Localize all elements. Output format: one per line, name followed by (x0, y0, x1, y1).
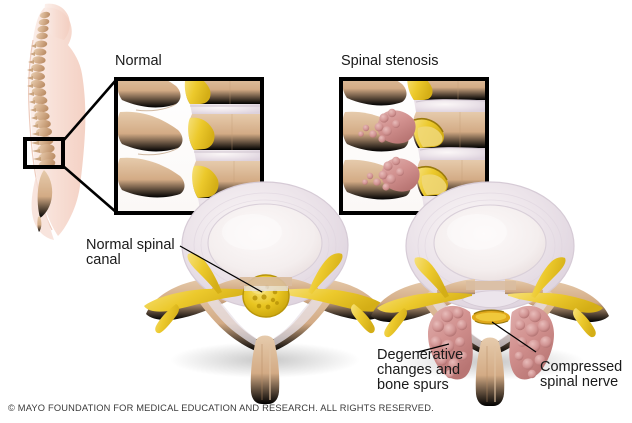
bone-spurs-sagittal (358, 108, 420, 192)
axial-vertebra-stenosis (371, 181, 609, 406)
normal-disc (181, 181, 349, 309)
spine-column (27, 11, 56, 232)
stenosis-inset-panel (339, 77, 489, 215)
stenosis-disc (405, 181, 575, 311)
copyright-notice: © MAYO FOUNDATION FOR MEDICAL EDUCATION … (8, 403, 434, 413)
stenosis-inset-frame (339, 77, 489, 215)
panel-label-normal: Normal (115, 53, 162, 69)
leader-normal-canal (179, 245, 263, 293)
annotation-degenerative-line1: Degenerative (377, 347, 464, 363)
normal-canal-wedge-1 (184, 79, 211, 104)
axial-vertebra-normal (144, 181, 386, 404)
normal-canal-wedge-3 (192, 165, 219, 198)
lumbar-highlight-box (23, 137, 65, 169)
annotation-normal-canal-line2: canal (86, 252, 121, 268)
stenosis-canal-wedge-top (407, 79, 433, 100)
stenosis-vertebrae (342, 79, 487, 208)
lumbar-segment (36, 136, 56, 169)
leader-compressed-nerve (491, 321, 537, 353)
compressed-spinal-nerve (471, 309, 511, 325)
leader-degenerative (417, 343, 450, 353)
panel-label-spinal-stenosis: Spinal stenosis (341, 53, 439, 69)
callout-connector-normal (62, 79, 117, 213)
annotation-degenerative-line2: changes and (377, 362, 461, 378)
normal-nerve-roots (144, 253, 386, 334)
body-figure (23, 3, 86, 240)
annotation-compressed-line2: spinal nerve (540, 374, 619, 390)
annotation-compressed-line1: Compressed (540, 359, 623, 375)
normal-canal-wedge-2 (188, 117, 215, 150)
annotation-degenerative-line3: bone spurs (377, 377, 449, 393)
stenosis-nerve-roots (377, 257, 603, 338)
normal-inset-frame (114, 77, 264, 215)
annotation-normal-canal-line1: Normal spinal (86, 237, 175, 253)
degenerative-changes-bone-spurs (428, 305, 554, 380)
